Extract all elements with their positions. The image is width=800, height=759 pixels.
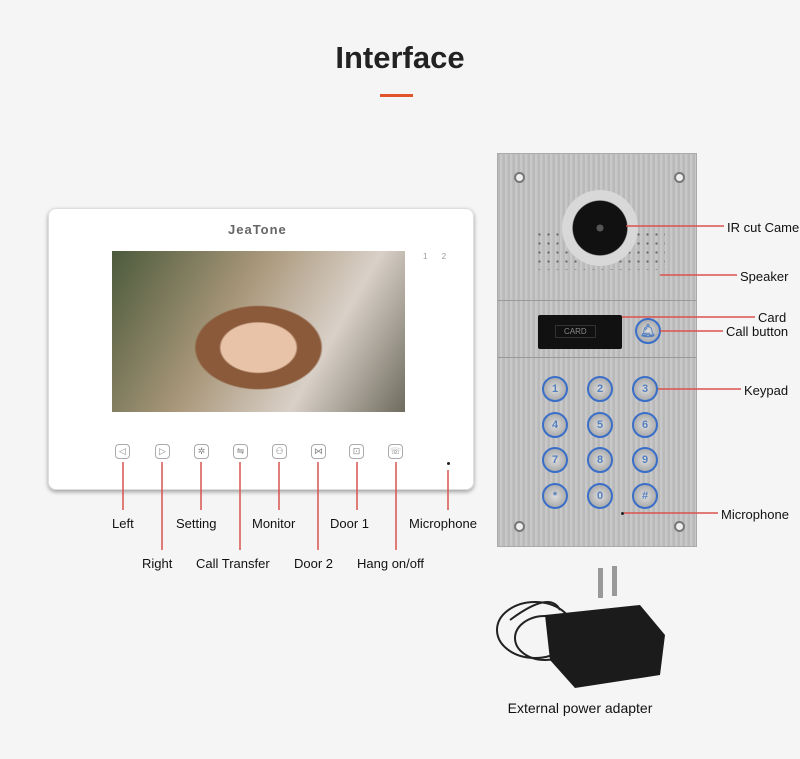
screw-icon bbox=[514, 521, 525, 532]
keypad-key[interactable]: 2 bbox=[587, 376, 613, 402]
card-reader bbox=[538, 315, 622, 349]
label-monitor: Monitor bbox=[252, 516, 296, 531]
lock-icon: ⊡ bbox=[352, 446, 361, 456]
keypad-key[interactable]: 0 bbox=[587, 482, 613, 509]
screw-icon bbox=[514, 172, 525, 183]
door1-button[interactable]: ⊡ bbox=[349, 444, 364, 459]
monitor-button[interactable]: ⚇ bbox=[272, 444, 287, 459]
setting-button[interactable]: ✲ bbox=[194, 444, 209, 459]
keypad-key[interactable]: 8 bbox=[587, 447, 613, 473]
left-button[interactable]: ◁ bbox=[115, 444, 130, 459]
panel-microphone-hole bbox=[621, 512, 624, 515]
label-card: Card bbox=[758, 310, 787, 325]
right-arrow-icon: ▷ bbox=[159, 446, 166, 456]
keypad-key[interactable]: 9 bbox=[632, 447, 658, 473]
label-monitor-microphone: Microphone bbox=[409, 516, 477, 531]
label-hang: Hang on/off bbox=[357, 556, 424, 571]
camera-section bbox=[498, 154, 696, 301]
keypad-key[interactable]: 7 bbox=[542, 447, 568, 473]
adapter-caption: External power adapter bbox=[507, 700, 653, 716]
hang-button[interactable]: ☏ bbox=[388, 444, 403, 459]
keypad-key[interactable]: * bbox=[542, 482, 568, 509]
label-left: Left bbox=[112, 516, 134, 531]
transfer-icon: ⇋ bbox=[236, 446, 245, 456]
adapter-body bbox=[545, 605, 665, 688]
person-icon: ⚇ bbox=[275, 446, 284, 456]
call-transfer-button[interactable]: ⇋ bbox=[233, 444, 248, 459]
label-camera: IR cut Camera bbox=[727, 220, 800, 235]
label-speaker: Speaker bbox=[740, 269, 789, 284]
door-icon: ⋈ bbox=[314, 446, 323, 456]
label-panel-microphone: Microphone bbox=[721, 507, 789, 522]
label-right: Right bbox=[142, 556, 173, 571]
label-keypad: Keypad bbox=[744, 383, 789, 398]
right-button[interactable]: ▷ bbox=[155, 444, 170, 459]
keypad-key[interactable]: 4 bbox=[542, 411, 568, 438]
label-door1: Door 1 bbox=[330, 516, 370, 531]
label-call-transfer: Call Transfer bbox=[196, 556, 270, 571]
keypad-key[interactable]: 3 bbox=[632, 376, 658, 402]
page-title: Interface bbox=[335, 40, 465, 75]
label-door2: Door 2 bbox=[294, 556, 334, 571]
gear-icon: ✲ bbox=[197, 446, 206, 456]
power-adapter bbox=[496, 566, 665, 688]
keypad-key[interactable]: 5 bbox=[587, 411, 613, 438]
screw-icon bbox=[674, 521, 685, 532]
keypad-key[interactable]: 6 bbox=[632, 411, 658, 438]
indicator-lights: 1 2 bbox=[423, 252, 453, 261]
card-section bbox=[498, 301, 696, 358]
door2-button[interactable]: ⋈ bbox=[311, 444, 326, 459]
card-reader-label: CARD bbox=[555, 325, 596, 338]
screw-icon bbox=[674, 172, 685, 183]
camera-lens bbox=[562, 190, 638, 266]
label-setting: Setting bbox=[176, 516, 217, 531]
label-call-button: Call button bbox=[726, 324, 789, 339]
title-underline bbox=[380, 94, 413, 97]
monitor-microphone-hole bbox=[447, 462, 450, 465]
brand-logo: JeaTone bbox=[228, 222, 287, 237]
left-arrow-icon: ◁ bbox=[119, 446, 126, 456]
phone-icon: ☏ bbox=[389, 446, 402, 456]
monitor-screen bbox=[112, 251, 405, 412]
bell-icon: 🔔︎ bbox=[639, 323, 657, 338]
keypad-key[interactable]: 1 bbox=[542, 376, 568, 402]
keypad-key[interactable]: # bbox=[632, 482, 658, 509]
